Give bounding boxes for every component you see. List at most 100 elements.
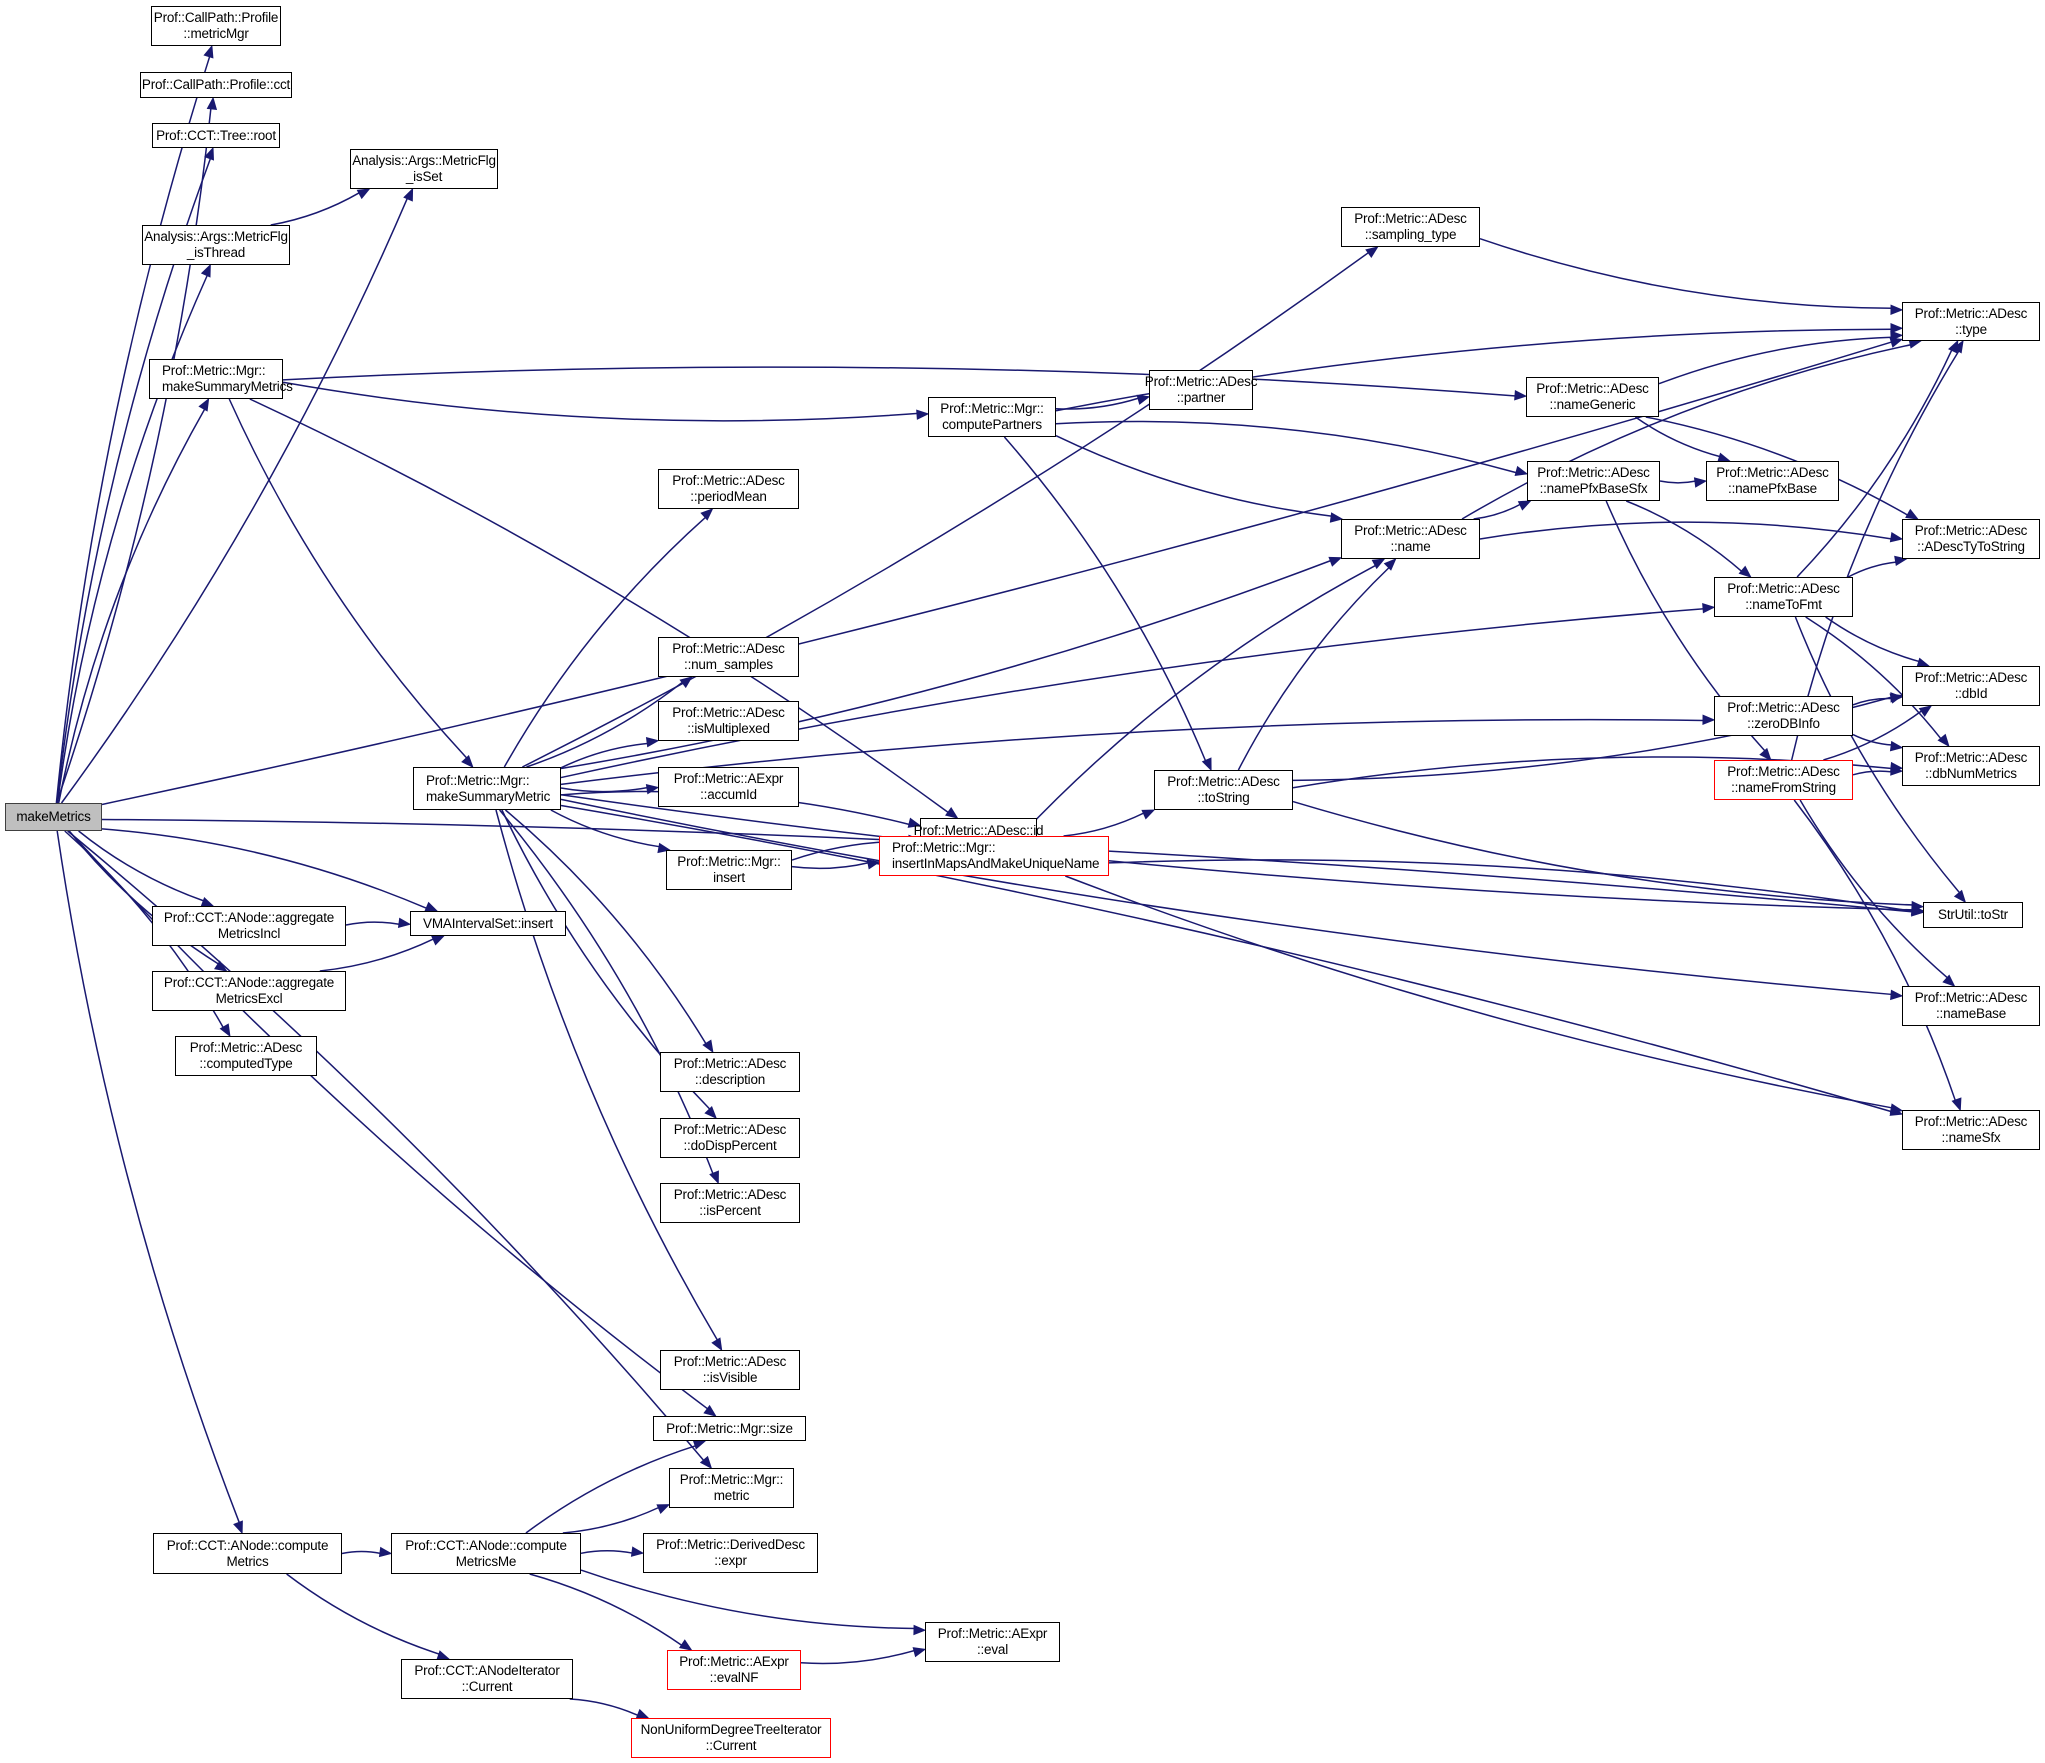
call-edge	[282, 366, 1517, 397]
node-type[interactable]: Prof::Metric::ADesc::type	[1902, 302, 2040, 341]
arrowhead-icon	[1514, 465, 1529, 477]
arrowhead-icon	[403, 187, 414, 202]
node-name[interactable]: Prof::Metric::ADesc::name	[1341, 519, 1480, 559]
node-metric-mgr[interactable]: Prof::CallPath::Profile::metricMgr	[151, 6, 281, 46]
arrowhead-icon	[206, 96, 218, 111]
node-vma-insert[interactable]: VMAIntervalSet::insert	[410, 911, 566, 936]
node-label-line: Prof::Metric::ADesc	[673, 1122, 787, 1137]
node-label-line: Analysis::Args::MetricFlg	[352, 153, 496, 168]
node-label-line: ::nameSfx	[1941, 1130, 2001, 1145]
arrowhead-icon	[709, 1170, 719, 1185]
arrowhead-icon	[635, 1708, 650, 1719]
node-name-pfx-base-sfx[interactable]: Prof::Metric::ADesc::namePfxBaseSfx	[1527, 461, 1660, 501]
node-label-line: Prof::CCT::ANode::compute	[405, 1537, 567, 1553]
node-mgr-size[interactable]: Prof::Metric::Mgr::size	[653, 1416, 806, 1441]
node-label-line: ::periodMean	[690, 489, 767, 504]
node-name-to-fmt[interactable]: Prof::Metric::ADesc::nameToFmt	[1714, 577, 1853, 617]
node-label-line: Prof::Metric::ADesc	[1914, 670, 2028, 685]
node-label-line: Prof::Metric::DerivedDesc	[656, 1537, 805, 1552]
arrowhead-icon	[678, 1639, 693, 1651]
node-db-num-metrics[interactable]: Prof::Metric::ADesc::dbNumMetrics	[1902, 746, 2040, 786]
node-label-line: ::zeroDBInfo	[1747, 716, 1820, 731]
node-is-percent[interactable]: Prof::Metric::ADesc::isPercent	[660, 1183, 800, 1223]
node-computed-type[interactable]: Prof::Metric::ADesc::computedType	[175, 1036, 317, 1076]
call-edge	[249, 398, 950, 814]
arrowhead-icon	[1759, 747, 1772, 761]
node-label-line: VMAIntervalSet::insert	[423, 915, 553, 931]
node-derived-expr[interactable]: Prof::Metric::DerivedDesc::expr	[643, 1533, 818, 1573]
node-mgr-metric[interactable]: Prof::Metric::Mgr::metric	[669, 1468, 794, 1508]
arrowhead-icon	[866, 859, 881, 870]
arrowhead-icon	[679, 676, 693, 689]
arrowhead-icon	[424, 901, 439, 912]
arrowhead-icon	[656, 1504, 671, 1515]
call-edge	[286, 1573, 441, 1656]
node-is-visible[interactable]: Prof::Metric::ADesc::isVisible	[660, 1350, 800, 1390]
call-edge	[1852, 733, 1893, 746]
node-label-line: Prof::Metric::ADesc	[1727, 700, 1840, 715]
call-edge	[580, 1569, 916, 1630]
call-edge	[1065, 875, 1893, 1109]
node-make-summary-metric[interactable]: Prof::Metric::Mgr::makeSummaryMetric	[413, 767, 561, 810]
node-insert[interactable]: Prof::Metric::Mgr::insert	[666, 850, 792, 890]
node-is-set[interactable]: Analysis::Args::MetricFlg_isSet	[350, 149, 498, 189]
node-eval-n-f[interactable]: Prof::Metric::AExpr::evalNF	[667, 1650, 801, 1690]
node-zero-d-b-info[interactable]: Prof::Metric::ADesc::zeroDBInfo	[1714, 696, 1853, 736]
arrowhead-icon	[461, 754, 474, 768]
node-make-metrics[interactable]: makeMetrics	[5, 803, 102, 831]
node-label-line: ::nameToFmt	[1745, 597, 1822, 612]
call-edge	[1796, 348, 1953, 578]
node-name-sfx[interactable]: Prof::Metric::ADesc::nameSfx	[1902, 1110, 2040, 1150]
arrowhead-icon	[204, 146, 214, 161]
arrowhead-icon	[913, 1624, 927, 1636]
call-edge	[562, 1506, 660, 1534]
node-is-multiplexed[interactable]: Prof::Metric::ADesc::isMultiplexed	[658, 701, 799, 741]
node-partner[interactable]: Prof::Metric::ADesc::partner	[1145, 370, 1257, 410]
node-label-line: ::dbNumMetrics	[1925, 766, 2017, 781]
node-name-from-string[interactable]: Prof::Metric::ADesc::nameFromString	[1714, 760, 1853, 800]
arrowhead-icon	[711, 1337, 723, 1352]
call-edge	[282, 381, 919, 422]
node-name-generic[interactable]: Prof::Metric::ADesc::nameGeneric	[1526, 377, 1659, 417]
node-label-line: Analysis::Args::MetricFlg	[144, 229, 288, 244]
node-label-line: makeSummaryMetric	[426, 788, 551, 804]
node-to-string[interactable]: Prof::Metric::ADesc::toString	[1154, 770, 1293, 810]
node-label-line: metric	[713, 1488, 750, 1503]
node-period-mean[interactable]: Prof::Metric::ADesc::periodMean	[658, 469, 799, 509]
node-sampling-type[interactable]: Prof::Metric::ADesc::sampling_type	[1341, 207, 1480, 247]
node-accum-id[interactable]: Prof::Metric::AExpr::accumId	[658, 767, 799, 807]
node-compute-partners[interactable]: Prof::Metric::Mgr::computePartners	[928, 397, 1056, 437]
arrowhead-icon	[397, 917, 412, 929]
node-label-line: Prof::Metric::Mgr::	[940, 401, 1044, 416]
node-tree-root[interactable]: Prof::CCT::Tree::root	[152, 123, 280, 148]
node-cct[interactable]: Prof::CallPath::Profile::cct	[140, 72, 292, 98]
node-do-disp-percent[interactable]: Prof::Metric::ADesc::doDispPercent	[660, 1118, 800, 1158]
call-edge	[1461, 343, 1912, 520]
node-nudt-current[interactable]: NonUniformDegreeTreeIterator::Current	[631, 1718, 831, 1758]
node--a-desc-ty-to-string[interactable]: Prof::Metric::ADesc::ADescTyToString	[1902, 519, 2040, 559]
node-db-id[interactable]: Prof::Metric::ADesc::dbId	[1902, 666, 2040, 706]
node-make-summary-metrics[interactable]: Prof::Metric::Mgr::makeSummaryMetrics	[149, 359, 293, 399]
node-eval[interactable]: Prof::Metric::AExpr::eval	[925, 1622, 1060, 1662]
node-is-thread[interactable]: Analysis::Args::MetricFlg_isThread	[142, 225, 290, 265]
node-name-base[interactable]: Prof::Metric::ADesc::nameBase	[1902, 986, 2040, 1026]
call-edge	[550, 809, 661, 848]
node-insert-in-maps[interactable]: Prof::Metric::Mgr::insertInMapsAndMakeUn…	[879, 836, 1109, 876]
node-num-samples[interactable]: Prof::Metric::ADesc::num_samples	[658, 637, 799, 677]
node-label-line: ::eval	[976, 1642, 1009, 1657]
node-label-line: Prof::Metric::ADesc	[1914, 990, 2028, 1005]
node-label-line: Prof::Metric::ADesc	[672, 641, 785, 656]
call-edge	[1479, 238, 1893, 309]
node-to-str[interactable]: StrUtil::toStr	[1923, 902, 2023, 928]
call-edge	[560, 804, 1893, 1113]
node-label-line: Prof::Metric::AExpr	[679, 1654, 789, 1669]
node-label-line: Prof::Metric::AExpr	[937, 1626, 1048, 1641]
node-description[interactable]: Prof::Metric::ADesc::description	[660, 1052, 800, 1092]
node-a-node-iter-current[interactable]: Prof::CCT::ANodeIterator::Current	[401, 1659, 573, 1699]
node-name-pfx-base[interactable]: Prof::Metric::ADesc::namePfxBase	[1706, 461, 1839, 501]
node-label-line: ::expr	[714, 1553, 747, 1568]
